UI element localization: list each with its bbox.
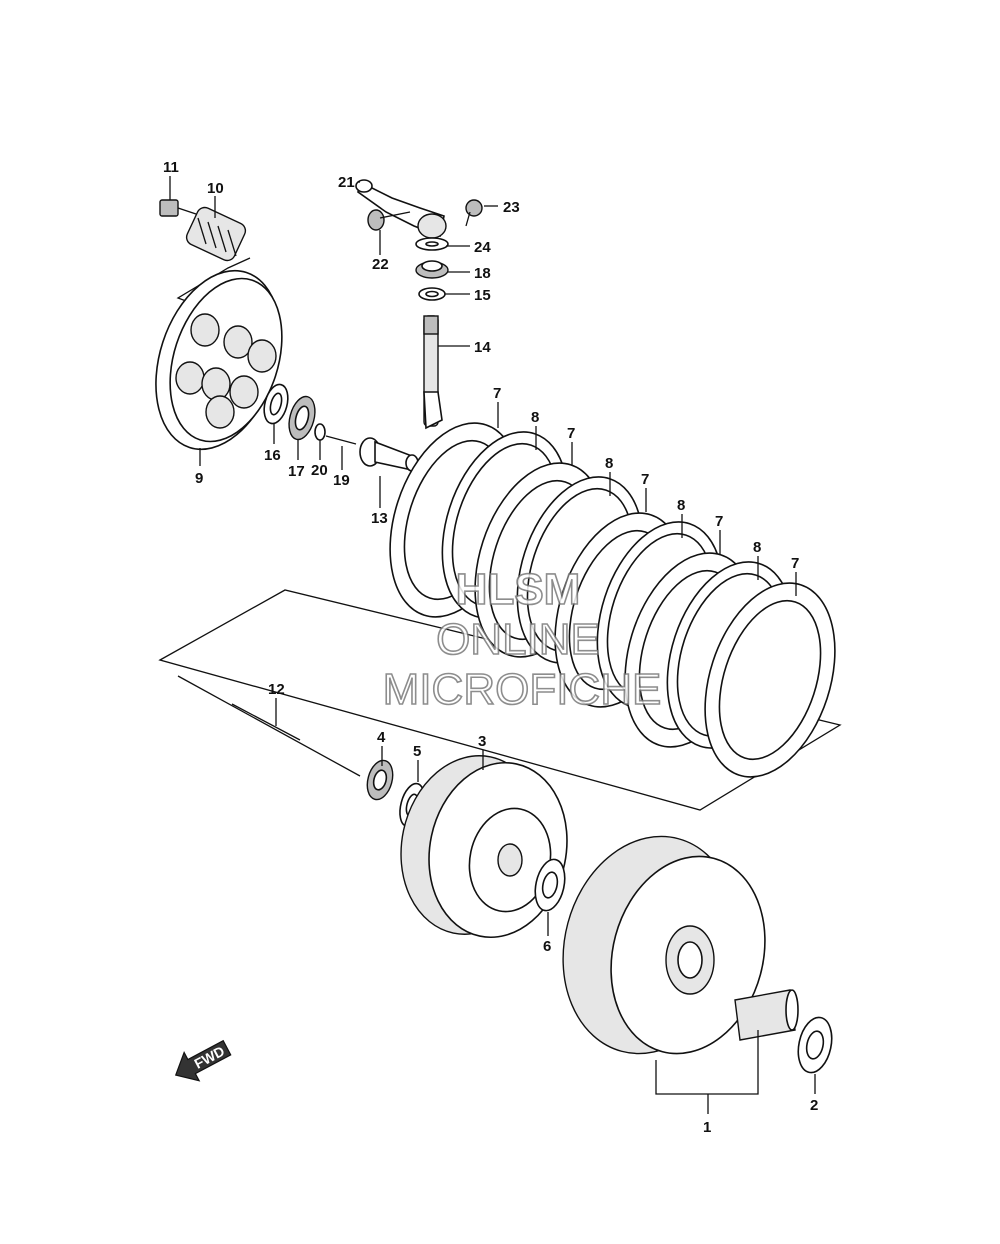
label-part-24: 24 [474,239,491,256]
label-part-10: 10 [207,180,224,197]
watermark-line-3: MICROFICHE [383,665,662,714]
label-part-3: 3 [478,733,486,750]
label-part-8-b: 8 [605,455,613,472]
watermark-line-2: ONLINE [436,615,600,664]
label-part-20: 20 [311,462,328,479]
label-part-14: 14 [474,339,491,356]
forward-direction-arrow: FWD [174,1039,232,1082]
release-mechanism [355,179,483,430]
leader-lines [169,176,816,1094]
label-part-17: 17 [288,463,305,480]
label-part-2: 2 [810,1097,818,1114]
label-part-7-b: 7 [567,425,575,442]
clutch-housing-assembly [177,675,833,1114]
label-part-18: 18 [474,265,491,282]
label-part-12: 12 [268,681,285,698]
label-part-5: 5 [413,743,421,760]
label-part-8-a: 8 [531,409,539,426]
label-part-13: 13 [371,510,388,527]
label-part-7-e: 7 [791,555,799,572]
label-part-8-d: 8 [753,539,761,556]
label-part-19: 19 [333,472,350,489]
part-labels: 11 10 21 23 22 24 18 15 14 9 16 17 20 19… [163,159,818,1136]
pressure-plate-assembly [155,199,419,472]
label-part-7-d: 7 [715,513,723,530]
label-part-23: 23 [503,199,520,216]
fwd-label: FWD [191,1043,227,1072]
label-part-7-c: 7 [641,471,649,488]
label-part-16: 16 [264,447,281,464]
label-part-4: 4 [377,729,386,746]
label-part-22: 22 [372,256,389,273]
label-part-11: 11 [163,159,179,176]
label-part-9: 9 [195,470,203,487]
label-part-21: 21 [338,174,355,191]
watermark: HLSM ONLINE MICROFICHE [382,564,662,715]
label-part-8-c: 8 [677,497,685,514]
label-part-15: 15 [474,287,491,304]
watermark-line-1: HLSM [456,565,581,614]
arrow-icon [174,1039,232,1082]
label-part-1: 1 [703,1119,711,1136]
label-part-6: 6 [543,938,551,955]
label-part-7-a: 7 [493,385,501,402]
clutch-plates [158,422,842,811]
